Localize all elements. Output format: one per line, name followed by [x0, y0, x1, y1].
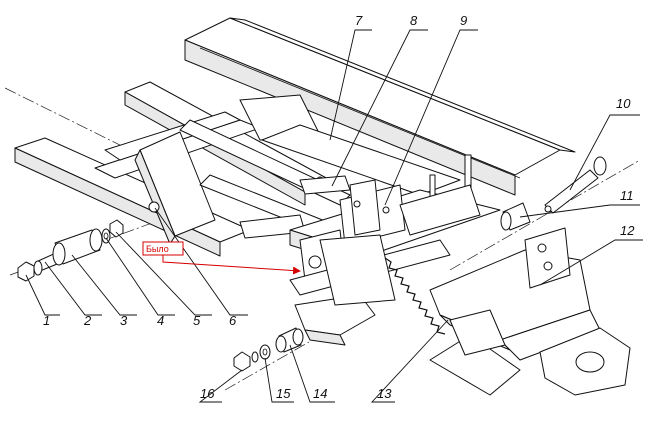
lower-shoe — [294, 234, 396, 346]
sleeve — [52, 228, 103, 266]
callout-6: 6 — [229, 313, 237, 328]
pivot-hole — [148, 201, 160, 213]
bolt-head — [17, 261, 35, 282]
callout-10: 10 — [616, 96, 631, 111]
callout-5: 5 — [193, 313, 201, 328]
revision-note: Было — [142, 241, 301, 275]
callout-9: 9 — [460, 13, 467, 28]
lower-bushing — [275, 327, 304, 353]
leader-lines — [25, 29, 643, 403]
callout-2: 2 — [83, 313, 92, 328]
hitch-pin — [544, 156, 607, 214]
left-center-axis — [4, 87, 151, 161]
callout-12: 12 — [620, 223, 635, 238]
washer — [101, 228, 111, 244]
callout-13: 13 — [377, 386, 392, 401]
towing-hitch — [429, 227, 631, 396]
callout-8: 8 — [410, 13, 418, 28]
pin-bushing — [500, 202, 531, 231]
note-text: Было — [146, 244, 169, 254]
fastener-cluster — [299, 175, 351, 195]
nut — [109, 219, 124, 238]
callout-15: 15 — [276, 386, 291, 401]
spring — [384, 257, 446, 335]
lower-nut — [233, 351, 251, 372]
callout-14: 14 — [313, 386, 327, 401]
note-arrow — [162, 255, 301, 275]
callout-7: 7 — [355, 13, 363, 28]
callout-16: 16 — [200, 386, 215, 401]
callout-11: 11 — [620, 188, 634, 203]
callout-4: 4 — [157, 313, 164, 328]
callout-1: 1 — [43, 313, 50, 328]
pin-center-axis — [449, 159, 641, 271]
main-frame-beam — [184, 17, 576, 196]
callout-3: 3 — [120, 313, 128, 328]
lower-spring-washer — [251, 351, 259, 363]
lower-washer — [259, 344, 271, 360]
